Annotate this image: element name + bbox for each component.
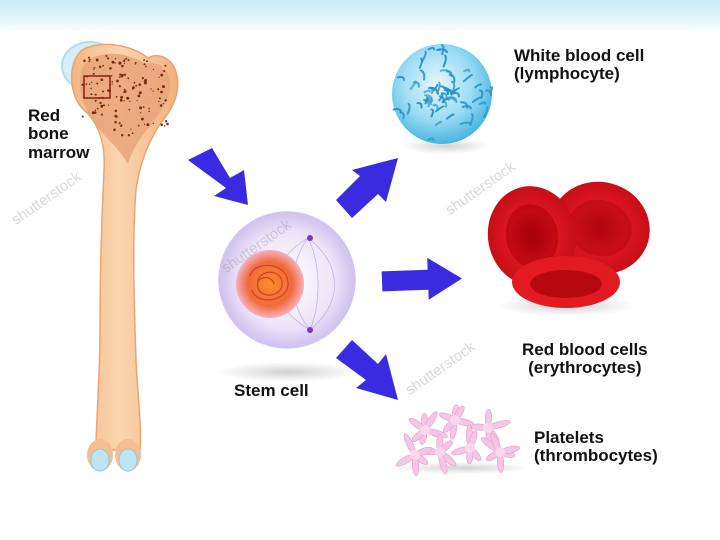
- slide-top-band: [0, 0, 720, 34]
- label-red-bone-marrow: Red bone marrow: [28, 106, 90, 162]
- label-line: (erythrocytes): [528, 358, 642, 378]
- red-blood-cell-front: [512, 256, 620, 308]
- bone-distal-end: [87, 439, 141, 472]
- zoom-indicator-box: [83, 75, 111, 99]
- label-platelets: Platelets (thrombocytes): [534, 428, 658, 466]
- bone-illustration: [61, 41, 179, 472]
- white-blood-cell-illustration: [392, 44, 493, 154]
- arrows: [188, 148, 462, 400]
- centrosome-top: [307, 235, 313, 241]
- label-line: Red blood cells: [522, 340, 648, 359]
- label-line: marrow: [28, 142, 90, 162]
- platelets-illustration: [392, 404, 532, 477]
- lymphocyte-villi: [392, 44, 493, 142]
- chromatin-swirl: [249, 264, 289, 301]
- arrow-stem-to-red: [381, 257, 462, 300]
- stem-cell-illustration: [216, 211, 360, 382]
- bone-marrow-region: [80, 53, 171, 164]
- label-white-blood-cell: White blood cell (lymphocyte): [514, 46, 645, 84]
- label-line: (lymphocyte): [514, 64, 620, 84]
- label-line: Platelets: [534, 428, 604, 447]
- label-line: Red: [28, 106, 61, 125]
- centrosome-bottom: [307, 327, 313, 333]
- red-blood-cell-back: [550, 181, 650, 275]
- label-line: bone: [28, 124, 69, 144]
- stem-cell-nucleus: [236, 250, 304, 318]
- arrow-stem-to-white: [336, 158, 398, 218]
- arrow-marrow-to-stem: [188, 148, 248, 205]
- bone-shaft: [70, 43, 179, 451]
- arrow-stem-to-platelets: [336, 340, 398, 400]
- label-line: (thrombocytes): [534, 446, 658, 466]
- label-red-blood-cells: Red blood cells (erythrocytes): [522, 340, 648, 378]
- label-line: White blood cell: [514, 46, 645, 65]
- red-blood-cells-illustration: [487, 181, 650, 316]
- label-stem-cell: Stem cell: [234, 381, 309, 400]
